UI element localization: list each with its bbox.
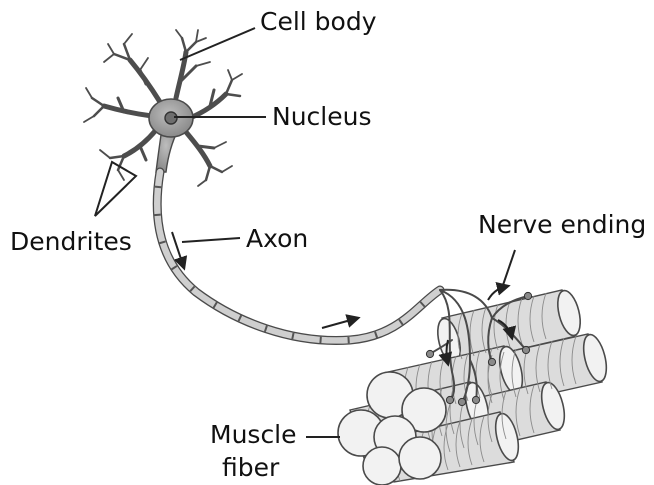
nerve-ending-leader: [502, 250, 515, 288]
dendrite: [110, 156, 124, 158]
label-cell-body: Cell body: [260, 7, 377, 36]
arrow-right-icon: [322, 318, 358, 328]
nerve-terminal-bulb: [446, 396, 453, 403]
dendrite: [198, 146, 214, 148]
axon: [157, 172, 440, 340]
muscle-fiber-end: [363, 447, 401, 485]
dendrite: [196, 62, 210, 66]
dendrite: [182, 38, 186, 52]
label-dendrites: Dendrites: [10, 227, 132, 256]
nerve-terminal-bulb: [524, 292, 531, 299]
dendrite: [124, 34, 132, 44]
nerve-terminal-bulb: [472, 396, 479, 403]
dendrite: [226, 80, 232, 94]
dendrite: [222, 166, 232, 172]
dendrite: [140, 146, 146, 160]
dendrite: [196, 30, 198, 42]
dendrite: [94, 106, 104, 116]
label-muscle-fiber-line2: fiber: [222, 453, 280, 482]
myelin-gaps: [157, 172, 440, 340]
dendrite: [186, 132, 210, 166]
nerve-terminal-bulb: [458, 398, 465, 405]
label-muscle-fiber-line1: Muscle: [210, 420, 297, 449]
dendrite: [198, 180, 206, 186]
dendrite: [226, 94, 240, 96]
dendrite: [100, 150, 110, 158]
dendrite: [176, 30, 182, 38]
dendrite: [196, 38, 206, 42]
dendrite: [108, 44, 114, 54]
arrow-icon: [488, 286, 508, 300]
dendrite: [104, 106, 152, 116]
nerve-terminal-bulb: [488, 358, 495, 365]
nerve-terminal-bulb: [426, 350, 433, 357]
dendrite: [210, 166, 222, 172]
axon-leader: [182, 238, 240, 242]
muscle-fiber-end: [399, 437, 441, 479]
dendrite: [124, 130, 156, 156]
dendrite: [232, 74, 242, 80]
dendrites-leader: [95, 162, 136, 216]
dendrite: [140, 58, 148, 70]
dendrite: [118, 170, 124, 180]
label-axon: Axon: [246, 224, 308, 253]
dendrite: [86, 88, 92, 98]
dendrite: [228, 70, 232, 80]
label-nerve-ending: Nerve ending: [478, 210, 646, 239]
dendrite: [84, 116, 94, 122]
dendrite: [186, 42, 196, 52]
label-nucleus: Nucleus: [272, 102, 372, 131]
cell-body-leader: [180, 28, 255, 60]
dendrite: [190, 94, 226, 118]
dendrite: [104, 54, 114, 62]
dendrite: [206, 166, 210, 180]
nerve-terminal-bulb: [522, 346, 529, 353]
dendrite: [214, 142, 226, 148]
dendrite: [92, 98, 104, 106]
